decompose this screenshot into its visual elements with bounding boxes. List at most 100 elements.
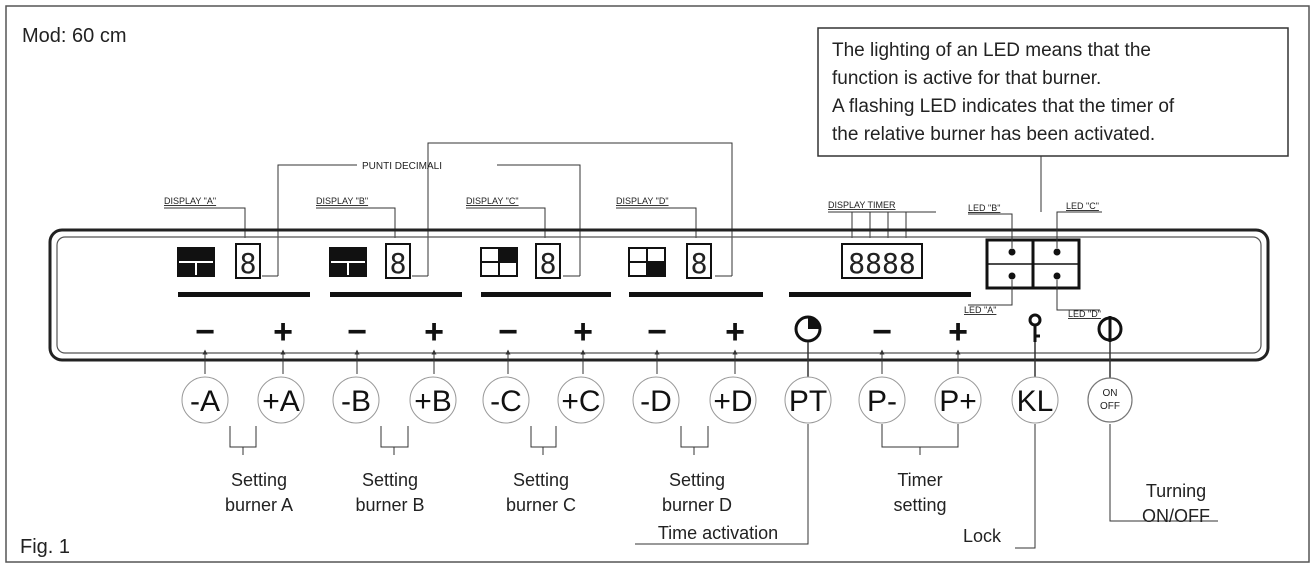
p-minus-button[interactable]: P-	[858, 376, 906, 424]
setting-d-caption-1: Setting	[669, 470, 725, 490]
led-a-label: LED "A"	[964, 305, 996, 315]
setting-a-caption-1: Setting	[231, 470, 287, 490]
svg-text:-A: -A	[190, 385, 220, 418]
setting-b-caption-2: burner B	[355, 495, 424, 515]
svg-text:OFF: OFF	[1100, 401, 1120, 412]
minus-a-symbol: −	[195, 313, 215, 351]
power-icon	[1097, 316, 1123, 342]
svg-text:8: 8	[390, 247, 407, 280]
plus-b-button[interactable]: +B	[409, 376, 457, 424]
plus-d-button[interactable]: +D	[709, 376, 757, 424]
display-d-label: DISPLAY "D"	[616, 196, 669, 206]
led-c-label: LED "C"	[1066, 201, 1099, 211]
plus-c-symbol: +	[573, 313, 593, 351]
plus-a-symbol: +	[273, 313, 293, 351]
minus-b-symbol: −	[347, 313, 367, 351]
clock-icon	[794, 315, 822, 343]
time-activation-caption: Time activation	[658, 523, 778, 543]
info-line-4: the relative burner has been activated.	[832, 124, 1155, 145]
display-c-digit: 8	[535, 243, 561, 280]
decimal-points-leader	[262, 142, 733, 277]
display-d-digit: 8	[686, 243, 712, 280]
slider-bar-a	[178, 292, 310, 297]
key-icon	[1028, 313, 1042, 342]
burner-a-indicator	[177, 247, 215, 277]
plus-c-button[interactable]: +C	[557, 376, 605, 424]
lock-caption: Lock	[963, 526, 1002, 546]
plus-b-symbol: +	[424, 313, 444, 351]
minus-d-button[interactable]: -D	[632, 376, 680, 424]
svg-text:+D: +D	[713, 385, 752, 418]
minus-timer-symbol: −	[872, 313, 892, 351]
setting-c-caption-2: burner C	[506, 495, 576, 515]
plus-a-button[interactable]: +A	[257, 376, 305, 424]
turning-caption-1: Turning	[1146, 481, 1206, 501]
display-a-label: DISPLAY "A"	[164, 196, 216, 206]
svg-text:+B: +B	[414, 385, 452, 418]
setting-d-caption-2: burner D	[662, 495, 732, 515]
minus-d-symbol: −	[647, 313, 667, 351]
slider-bar-d	[629, 292, 763, 297]
slider-bar-c	[481, 292, 611, 297]
timer-display: 8888	[841, 243, 923, 280]
svg-text:+C: +C	[561, 385, 600, 418]
burner-d-indicator	[628, 247, 666, 277]
svg-text:PT: PT	[789, 385, 827, 418]
info-box: The lighting of an LED means that the fu…	[817, 27, 1289, 212]
led-a	[1008, 272, 1016, 280]
figure-label: Fig. 1	[20, 536, 70, 558]
svg-text:P+: P+	[939, 385, 977, 418]
setting-c-caption-1: Setting	[513, 470, 569, 490]
glass-panel	[48, 228, 1270, 362]
svg-text:-B: -B	[341, 385, 371, 418]
turning-caption-2: ON/OFF	[1142, 506, 1210, 526]
led-grid	[985, 238, 1081, 290]
display-leaders	[164, 207, 936, 238]
svg-text:8: 8	[240, 247, 257, 280]
led-d	[1053, 272, 1061, 280]
svg-text:8: 8	[540, 247, 557, 280]
led-d-label: LED "D"	[1068, 309, 1101, 319]
slider-bar-timer	[789, 292, 971, 297]
svg-text:-D: -D	[640, 385, 672, 418]
minus-c-symbol: −	[498, 313, 518, 351]
pt-button[interactable]: PT	[784, 376, 832, 424]
minus-b-button[interactable]: -B	[332, 376, 380, 424]
burner-c-indicator	[480, 247, 518, 277]
svg-text:P-: P-	[867, 385, 897, 418]
svg-text:-C: -C	[490, 385, 522, 418]
kl-button[interactable]: KL	[1011, 376, 1059, 424]
timer-setting-caption-2: setting	[893, 495, 946, 515]
setting-b-caption-1: Setting	[362, 470, 418, 490]
svg-text:KL: KL	[1017, 385, 1054, 418]
svg-text:8888: 8888	[848, 247, 915, 280]
burner-b-indicator	[329, 247, 367, 277]
svg-text:+A: +A	[262, 385, 300, 418]
slider-bar-b	[330, 292, 462, 297]
setting-a-caption-2: burner A	[225, 495, 293, 515]
on-off-button[interactable]: ON OFF	[1087, 377, 1133, 423]
info-line-1: The lighting of an LED means that the	[832, 40, 1151, 61]
led-c	[1053, 248, 1061, 256]
led-b-label: LED "B"	[968, 203, 1000, 213]
info-line-3: A flashing LED indicates that the timer …	[832, 96, 1175, 117]
display-b-label: DISPLAY "B"	[316, 196, 368, 206]
plus-timer-symbol: +	[948, 313, 968, 351]
led-b	[1008, 248, 1016, 256]
model-label: Mod: 60 cm	[22, 25, 126, 47]
minus-a-button[interactable]: -A	[181, 376, 229, 424]
plus-d-symbol: +	[725, 313, 745, 351]
display-c-label: DISPLAY "C"	[466, 196, 519, 206]
decimal-points-label: PUNTI DECIMALI	[362, 161, 442, 172]
svg-text:8: 8	[691, 247, 708, 280]
outer-frame	[5, 5, 1310, 563]
p-plus-button[interactable]: P+	[934, 376, 982, 424]
svg-text:ON: ON	[1103, 388, 1118, 399]
minus-c-button[interactable]: -C	[482, 376, 530, 424]
display-a-digit: 8	[235, 243, 261, 280]
timer-setting-caption-1: Timer	[897, 470, 942, 490]
display-timer-label: DISPLAY TIMER	[828, 200, 896, 210]
info-line-2: function is active for that burner.	[832, 68, 1101, 89]
